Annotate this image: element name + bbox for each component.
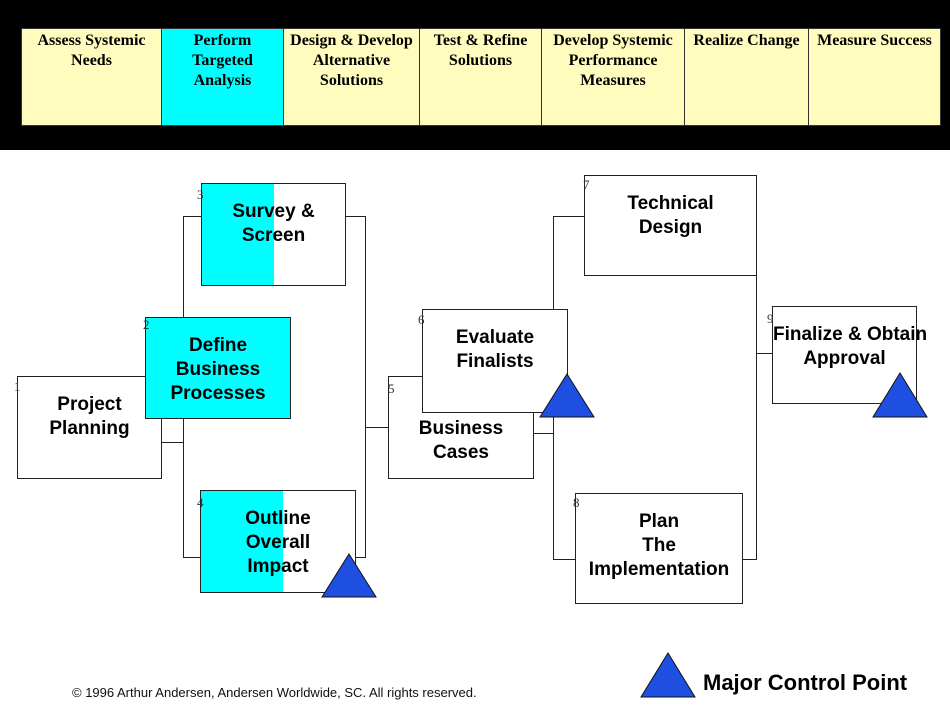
phase-label-line: Analysis (193, 72, 252, 89)
step-label-line: Technical (627, 193, 714, 214)
phase-label-line: Test & Refine (433, 32, 528, 49)
step-label-line: Implementation (588, 559, 730, 580)
phase-label-line: Alternative (312, 52, 391, 69)
step-label-line: Design (638, 217, 703, 238)
step-number: 3 (197, 187, 204, 202)
step-label-line: Screen (241, 225, 306, 246)
step-number: 7 (583, 177, 590, 192)
control-point-triangle-icon (321, 553, 377, 598)
phase-label-line: Assess Systemic (37, 32, 146, 49)
step-number: 9 (767, 311, 774, 326)
step-label-line: Overall (245, 532, 311, 553)
step-number: 6 (418, 312, 425, 327)
step-label-line: Define (188, 335, 248, 356)
step-label-line: Evaluate (455, 327, 535, 348)
step-number: 2 (143, 317, 150, 332)
connector-line (365, 216, 366, 558)
connector-line (345, 216, 366, 217)
connector-line (355, 557, 366, 558)
phase-label-line: Targeted (192, 52, 253, 69)
phase-label-line: Needs (71, 52, 112, 69)
connector-line (742, 559, 757, 560)
step-number: 4 (197, 495, 204, 510)
step-label-line: Approval (803, 348, 886, 369)
phase-label-line: Performance (568, 52, 658, 69)
step-label-line: Finalize & Obtain (773, 324, 928, 345)
step-label-line: Finalists (456, 351, 534, 372)
highlight-fill (201, 491, 283, 592)
phase-label-line: Measures (580, 72, 646, 89)
legend-label: Major Control Point (703, 670, 908, 695)
connector-line (365, 427, 388, 428)
phase-label-line: Realize Change (693, 32, 800, 49)
connector-line (756, 216, 757, 560)
phase-label-line: Develop Systemic (553, 32, 673, 49)
step-label-line: The (642, 535, 676, 556)
step-label-line: Cases (433, 442, 489, 463)
phase-label-line: Measure Success (817, 32, 932, 49)
legend-triangle-icon (640, 652, 696, 698)
control-point-triangle-icon (539, 373, 595, 418)
phase-realize-change: Realize Change (685, 29, 809, 125)
connector-line (756, 353, 772, 354)
step-label-line: Impact (247, 556, 309, 577)
step-number: 8 (573, 495, 580, 510)
step-number: 5 (388, 381, 395, 396)
connector-line (161, 442, 183, 443)
connector-line (533, 433, 553, 434)
control-point-triangle-icon (872, 372, 928, 418)
connector-line (553, 216, 584, 217)
step-label-line: Business (175, 359, 261, 380)
phase-label-line: Perform (193, 32, 252, 49)
phase-label-line: Solutions (319, 72, 384, 89)
connector-line (183, 557, 201, 558)
step-label-line: Processes (170, 383, 266, 404)
copyright-notice: © 1996 Arthur Andersen, Andersen Worldwi… (72, 685, 477, 700)
phase-measure-success: Measure Success (809, 29, 940, 125)
step-label-line: Business (418, 418, 504, 439)
step-number: 1 (14, 379, 21, 394)
step-label-line: Survey & (232, 201, 315, 222)
connector-line (553, 559, 576, 560)
highlight-fill (202, 184, 274, 285)
connector-line (183, 216, 201, 217)
step-label-line: Project (57, 394, 122, 415)
step-label-line: Plan (638, 511, 680, 532)
step-label: Survey & Screen (202, 200, 345, 248)
step-label-line: Planning (49, 418, 130, 439)
phase-label-line: Design & Develop (290, 32, 413, 49)
phase-label-line: Solutions (448, 52, 513, 69)
step-survey-and-screen: Survey & Screen (201, 183, 346, 286)
step-label-line: Outline (245, 508, 311, 529)
